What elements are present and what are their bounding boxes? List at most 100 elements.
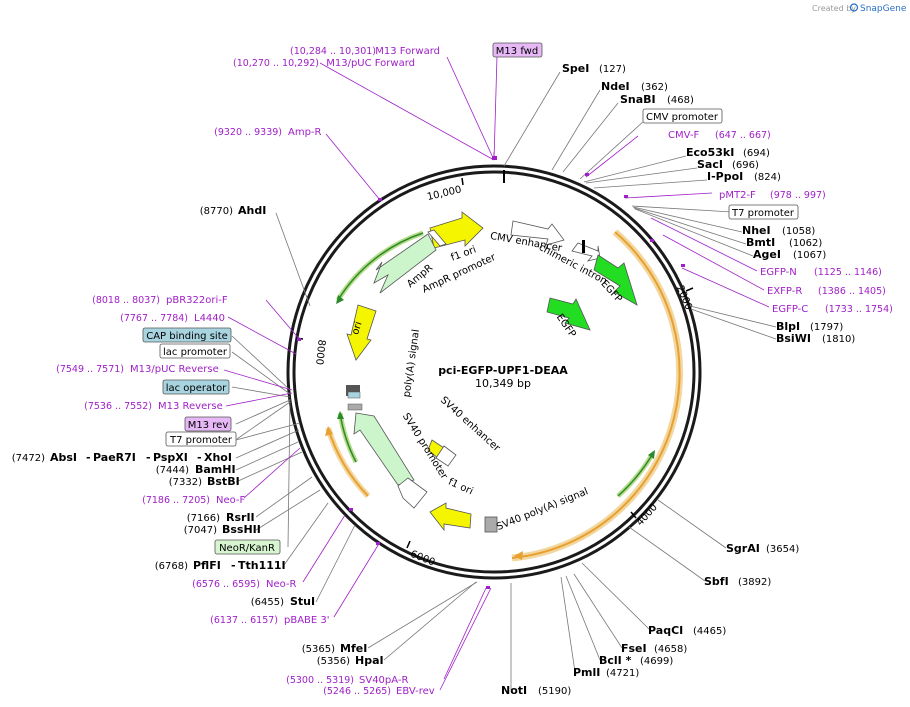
- primer-pos-neo-f: (7186 .. 7205): [142, 495, 210, 506]
- site-eco53ki: Eco53kI: [686, 146, 734, 159]
- site-stui: StuI: [290, 595, 315, 608]
- dash: -: [231, 559, 236, 572]
- site-pos-stui: (6455): [251, 597, 284, 608]
- primer-pbr322ori-f: pBR322ori-F: [166, 295, 228, 306]
- primer-markers: [297, 156, 685, 589]
- primer-m13-puc-forward: M13/pUC Forward: [326, 58, 415, 69]
- site-pos-bsshii: (7047): [184, 525, 217, 536]
- site-bamhi: BamHI: [195, 463, 236, 476]
- site-pos-pmli: (4721): [606, 668, 639, 679]
- m13-fwd-box: [492, 42, 543, 58]
- site-pos-spei: (127): [599, 64, 626, 75]
- site-mfei: MfeI: [340, 642, 367, 655]
- f1-ori-2-feature: [429, 502, 472, 532]
- site-pos-i-ppoi: (824): [754, 172, 781, 183]
- primer-pos-sv40pa-r: (5300 .. 5319): [286, 675, 354, 686]
- f1-ori-feature: [429, 211, 484, 249]
- primer-pos-cmv-f: (647 .. 667): [715, 130, 771, 141]
- egfp-inner-feature: [546, 297, 591, 331]
- feature-label-sv40-polya: SV40 poly(A) signal: [495, 486, 590, 533]
- neor-kanr-label: NeoR/KanR: [219, 543, 275, 554]
- feature-label-sv40-enhancer: SV40 enhancer: [438, 395, 503, 455]
- primer-pmt2-f: pMT2-F: [719, 190, 756, 201]
- site-pos-nhei: (1058): [782, 226, 815, 237]
- site-bmti: BmtI: [746, 236, 775, 249]
- primer-ebv-rev: EBV-rev: [396, 686, 435, 697]
- feature-label-f1-ori-2: f1 ori: [446, 476, 474, 497]
- site-paer7i: PaeR7I: [93, 451, 136, 464]
- primer-pos-l4440: (7767 .. 7784): [120, 313, 188, 324]
- lac-operator-box: [162, 379, 230, 395]
- t7-promoter-label-left: T7 promoter: [169, 435, 233, 446]
- site-pos-bstbi: (7332): [169, 477, 202, 488]
- site-ndei: NdeI: [601, 80, 630, 93]
- m13-rev-label: M13 rev: [188, 420, 229, 431]
- site-bcli: BclI *: [599, 654, 632, 667]
- site-snabi: SnaBI: [620, 93, 656, 106]
- site-bstbi: BstBI: [207, 475, 240, 488]
- lac-operator-label: lac operator: [166, 383, 227, 394]
- site-spei: SpeI: [562, 62, 589, 75]
- site-pos-eco53ki: (694): [743, 148, 770, 159]
- site-agei: AgeI: [753, 248, 781, 261]
- site-absi: AbsI: [50, 451, 77, 464]
- primer-pos-m13-forward: (10,284 .. 10,301): [290, 46, 376, 57]
- snapgene-logo-icon: [849, 3, 859, 12]
- orf-arrow-head: [648, 450, 655, 459]
- site-pos-bsiwi: (1810): [822, 334, 855, 345]
- orf-arc-neo: [337, 412, 359, 464]
- site-pos-ndei: (362): [641, 82, 668, 93]
- site-pos-bcli: (4699): [640, 656, 673, 667]
- site-rsrii: RsrII: [226, 511, 255, 524]
- orf-arc-ampr-line: [337, 232, 424, 301]
- primer-l4440: L4440: [194, 313, 225, 324]
- cmv-promoter-box: [642, 108, 723, 124]
- backbone-inner: [292, 170, 696, 574]
- tick-mark: [406, 540, 411, 549]
- credit-prefix: Created by: [812, 4, 856, 13]
- site-pmli: PmlI: [573, 666, 600, 679]
- primer-exfp-r: EXFP-R: [767, 286, 802, 297]
- site-tth111i: Tth111I: [238, 559, 286, 572]
- primer-m13-puc-reverse: M13/pUC Reverse: [130, 364, 219, 375]
- plasmid-size: 10,349 bp: [475, 377, 531, 390]
- m13-fwd-label: M13 fwd: [496, 46, 538, 57]
- primer-leaders: [223, 55, 770, 691]
- t7-promoter-box-left: [165, 431, 237, 447]
- primer-pos-neo-r: (6576 .. 6595): [192, 579, 260, 590]
- sv40-polya-feature: [484, 516, 498, 533]
- feature-label-polya-signal: poly(A) signal: [402, 329, 422, 398]
- ampr-feature: [373, 233, 437, 294]
- site-pspxi: PspXI: [153, 451, 188, 464]
- tick-mark: [685, 287, 694, 292]
- site-pos-noti: (5190): [538, 686, 571, 697]
- site-pos-sbfi: (3892): [738, 577, 771, 588]
- primer-pos-pbr322ori-f: (8018 .. 8037): [92, 295, 160, 306]
- primer-pos-egfp-c: (1733 .. 1754): [825, 304, 893, 315]
- cmv-enhancer-feature: [510, 220, 565, 246]
- site-noti: NotI: [501, 684, 527, 697]
- site-pos-agei: (1067): [793, 250, 826, 261]
- site-pos-absi: (7472): [12, 453, 45, 464]
- site-pos-hpai: (5356): [317, 656, 350, 667]
- cap-binding-site-mark: [346, 385, 360, 396]
- sv40-enhancer-box: [435, 445, 457, 467]
- tick-mark: [461, 177, 464, 186]
- site-pos-mfei: (5365): [302, 644, 335, 655]
- site-bsshii: BssHII: [222, 523, 261, 536]
- primer-egfp-n: EGFP-N: [760, 267, 797, 278]
- dash: -: [197, 451, 202, 464]
- primer-pos-amp-r: (9320 .. 9339): [214, 127, 282, 138]
- site-pos-pflfi: (6768): [155, 561, 188, 572]
- feature-label-ori: ori: [350, 320, 364, 336]
- ori-feature: [346, 304, 377, 361]
- credit-brand: SnapGene: [860, 4, 907, 14]
- primer-pos-m13-reverse: (7536 .. 7552): [84, 401, 152, 412]
- site-pos-ahdi: (8770): [200, 206, 233, 217]
- polya-signal-mark: [347, 403, 363, 411]
- site-pos-blpi: (1797): [810, 322, 843, 333]
- site-paqci: PaqCI: [648, 624, 683, 637]
- site-pos-bmti: (1062): [789, 238, 822, 249]
- site-i-ppoi: I-PpoI: [707, 170, 743, 183]
- primer-sv40pa-r: SV40pA-R: [359, 675, 408, 686]
